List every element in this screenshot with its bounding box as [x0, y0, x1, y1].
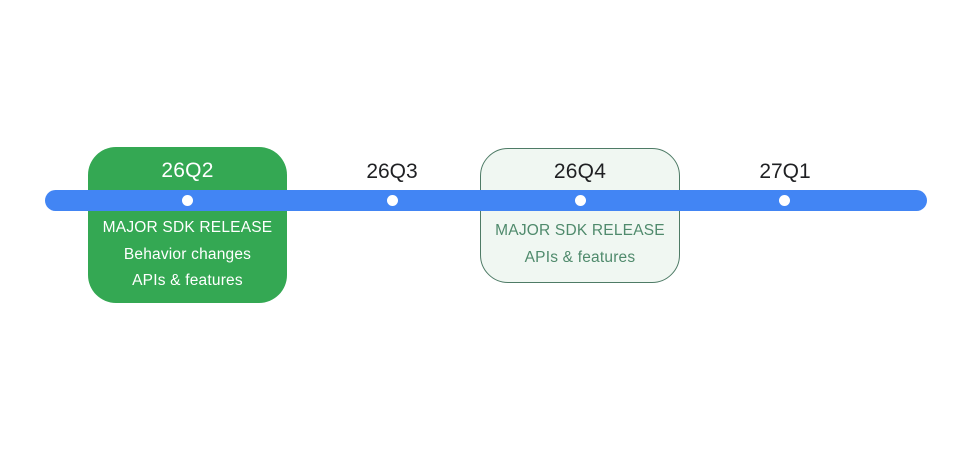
milestone-detail: APIs & features — [132, 272, 243, 289]
timeline-bar — [45, 190, 927, 211]
milestone-label-26q3: 26Q3 — [366, 160, 418, 183]
milestone-details-26q4: MAJOR SDK RELEASE APIs & features — [481, 218, 679, 271]
milestone-title-26q2: 26Q2 — [161, 159, 214, 182]
milestone-label-27q1: 27Q1 — [759, 160, 811, 183]
timeline-dot-27q1 — [779, 195, 790, 206]
milestone-title-26q4: 26Q4 — [553, 160, 607, 183]
timeline-dot-26q3 — [387, 195, 398, 206]
milestone-detail: MAJOR SDK RELEASE — [102, 219, 273, 236]
milestone-card-26q4: 26Q4 MAJOR SDK RELEASE APIs & features — [480, 148, 680, 283]
milestone-detail: MAJOR SDK RELEASE — [495, 222, 665, 239]
timeline-dot-26q4 — [575, 195, 586, 206]
milestone-details-26q2: MAJOR SDK RELEASE Behavior changes APIs … — [88, 215, 287, 295]
timeline-dot-26q2 — [182, 195, 193, 206]
milestone-card-26q2: 26Q2 MAJOR SDK RELEASE Behavior changes … — [88, 147, 287, 303]
milestone-detail: Behavior changes — [123, 245, 252, 263]
milestone-detail: APIs & features — [524, 248, 636, 266]
